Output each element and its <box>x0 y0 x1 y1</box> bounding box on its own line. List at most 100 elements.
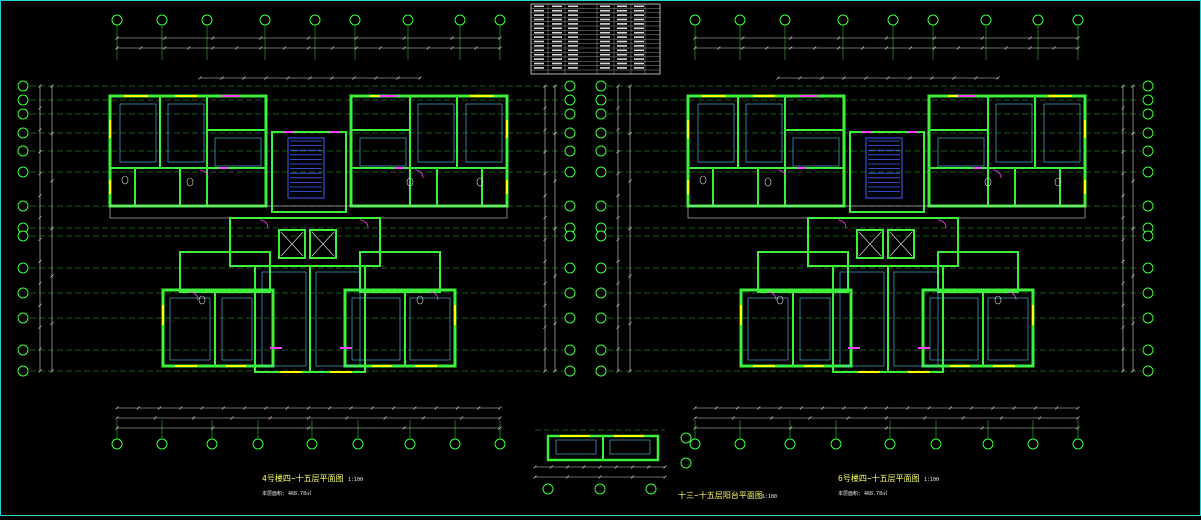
dim-right-2-tick <box>1131 131 1135 136</box>
door-swing <box>777 169 787 179</box>
schedule-cell-mark <box>634 5 644 8</box>
dim-left-1-tick <box>38 303 42 307</box>
dim-top-2-tick <box>474 46 478 50</box>
room-outline <box>221 297 253 361</box>
axis-bubble-balcony <box>645 483 657 495</box>
schedule-cell-mark <box>568 45 578 47</box>
dim-bottom-1-tick <box>136 406 140 410</box>
dim-left-1-tick <box>38 128 42 132</box>
door-swing <box>837 219 847 229</box>
door-swing <box>1007 291 1017 301</box>
schedule-cell-mark <box>600 31 610 34</box>
dim-bottom-1-tick <box>778 406 782 410</box>
dim-top-1-tick <box>884 36 889 40</box>
dim-bottom-1-tick <box>884 406 889 410</box>
schedule-cell-mark <box>634 67 644 69</box>
dim-bottom-1-tick <box>391 406 396 410</box>
door-swing <box>199 169 209 179</box>
dim-top-2-tick <box>306 46 311 50</box>
axis-bubble-right <box>564 166 576 178</box>
dim-balcony-2-tick <box>533 475 537 479</box>
dim-bottom-2-tick <box>459 416 464 420</box>
wall-core <box>849 131 925 213</box>
dim-left-1-tick <box>616 128 620 132</box>
axis-bubble-left <box>17 127 29 139</box>
schedule-cell-mark <box>600 45 610 47</box>
dim-right-1-tick <box>543 215 547 220</box>
schedule-cell-mark <box>634 58 644 60</box>
door-window-schedule-table <box>530 3 661 75</box>
axis-bubble-right <box>564 127 576 139</box>
dim-bottom-2-tick <box>498 416 502 420</box>
dim-top-1-tick <box>115 36 119 40</box>
dim-left-1-tick <box>38 150 42 154</box>
schedule-cell-mark <box>600 23 610 25</box>
dim-right-1-tick <box>543 347 547 351</box>
dim-bottom-1-tick <box>1076 406 1080 410</box>
axis-bubble-left <box>595 200 607 212</box>
schedule-cell-mark <box>617 23 627 25</box>
dim-top-2-tick <box>860 46 865 50</box>
dim-bottom-1-tick <box>477 406 481 410</box>
wall-core <box>271 131 347 213</box>
schedule-cell-mark <box>634 40 644 43</box>
sanitary-fixture <box>994 295 1002 305</box>
sanitary-fixture <box>984 177 992 187</box>
room-outline <box>465 103 503 163</box>
schedule-cell-mark <box>534 62 544 65</box>
room-outline <box>745 103 783 163</box>
dim-top-3-tick <box>374 76 378 80</box>
dim-bottom-2-tick <box>923 416 927 420</box>
elevator-shaft <box>309 229 337 259</box>
schedule-cell-mark <box>568 67 578 69</box>
wall-unit-lower-right <box>921 288 1035 368</box>
schedule-cell-mark <box>568 53 578 56</box>
dim-left-2-tick <box>50 179 54 183</box>
room-outline <box>697 103 735 163</box>
axis-bubble-right <box>564 230 576 242</box>
dim-top-2-tick <box>282 46 287 50</box>
room-outline <box>839 271 885 367</box>
dim-balcony-1-tick <box>647 465 651 469</box>
dim-top-2-tick <box>378 46 383 50</box>
sanitary-fixture <box>699 175 707 185</box>
room-outline <box>359 137 407 167</box>
schedule-cell-mark <box>534 23 544 25</box>
dim-right-1-tick <box>1121 369 1125 373</box>
room-outline <box>119 103 157 163</box>
dim-bottom-2-tick <box>306 416 311 420</box>
dim-top-1-tick <box>402 36 406 40</box>
dim-bottom-2-tick <box>1076 416 1080 420</box>
dim-left-1-tick <box>616 215 620 220</box>
balcony-room <box>555 439 597 455</box>
dim-left-2-tick <box>50 321 54 326</box>
room-outline <box>417 103 455 163</box>
axis-bubble-right <box>1142 230 1154 242</box>
dim-top-2-tick <box>450 46 454 50</box>
dim-top-2-tick <box>498 46 502 50</box>
dim-bottom-1-tick <box>370 406 375 410</box>
dim-bottom-2-tick <box>421 416 426 420</box>
dim-bottom-3-tick <box>884 426 889 430</box>
axis-bubble-left <box>17 312 29 324</box>
dim-balcony-1-tick <box>582 465 586 469</box>
dim-bottom-1-tick <box>434 406 438 410</box>
sanitary-fixture <box>764 177 772 187</box>
dim-bottom-2-tick <box>884 416 889 420</box>
dim-bottom-1-tick <box>757 406 761 410</box>
axis-bubble-left <box>595 94 607 106</box>
dim-bottom-2-tick <box>846 416 850 420</box>
axis-bubble-right <box>1142 145 1154 157</box>
dim-left-1-tick <box>38 281 42 286</box>
schedule-cell-mark <box>534 53 544 56</box>
sanitary-fixture <box>121 175 129 185</box>
dim-bottom-1-tick <box>1055 406 1059 410</box>
schedule-cell-mark <box>617 14 627 16</box>
dim-right-1-tick <box>1121 171 1125 176</box>
axis-bubble-right <box>1142 200 1154 212</box>
floor-plan-right <box>595 14 1154 450</box>
dim-bottom-2-tick <box>191 416 196 420</box>
dim-right-1-tick <box>1121 303 1125 307</box>
